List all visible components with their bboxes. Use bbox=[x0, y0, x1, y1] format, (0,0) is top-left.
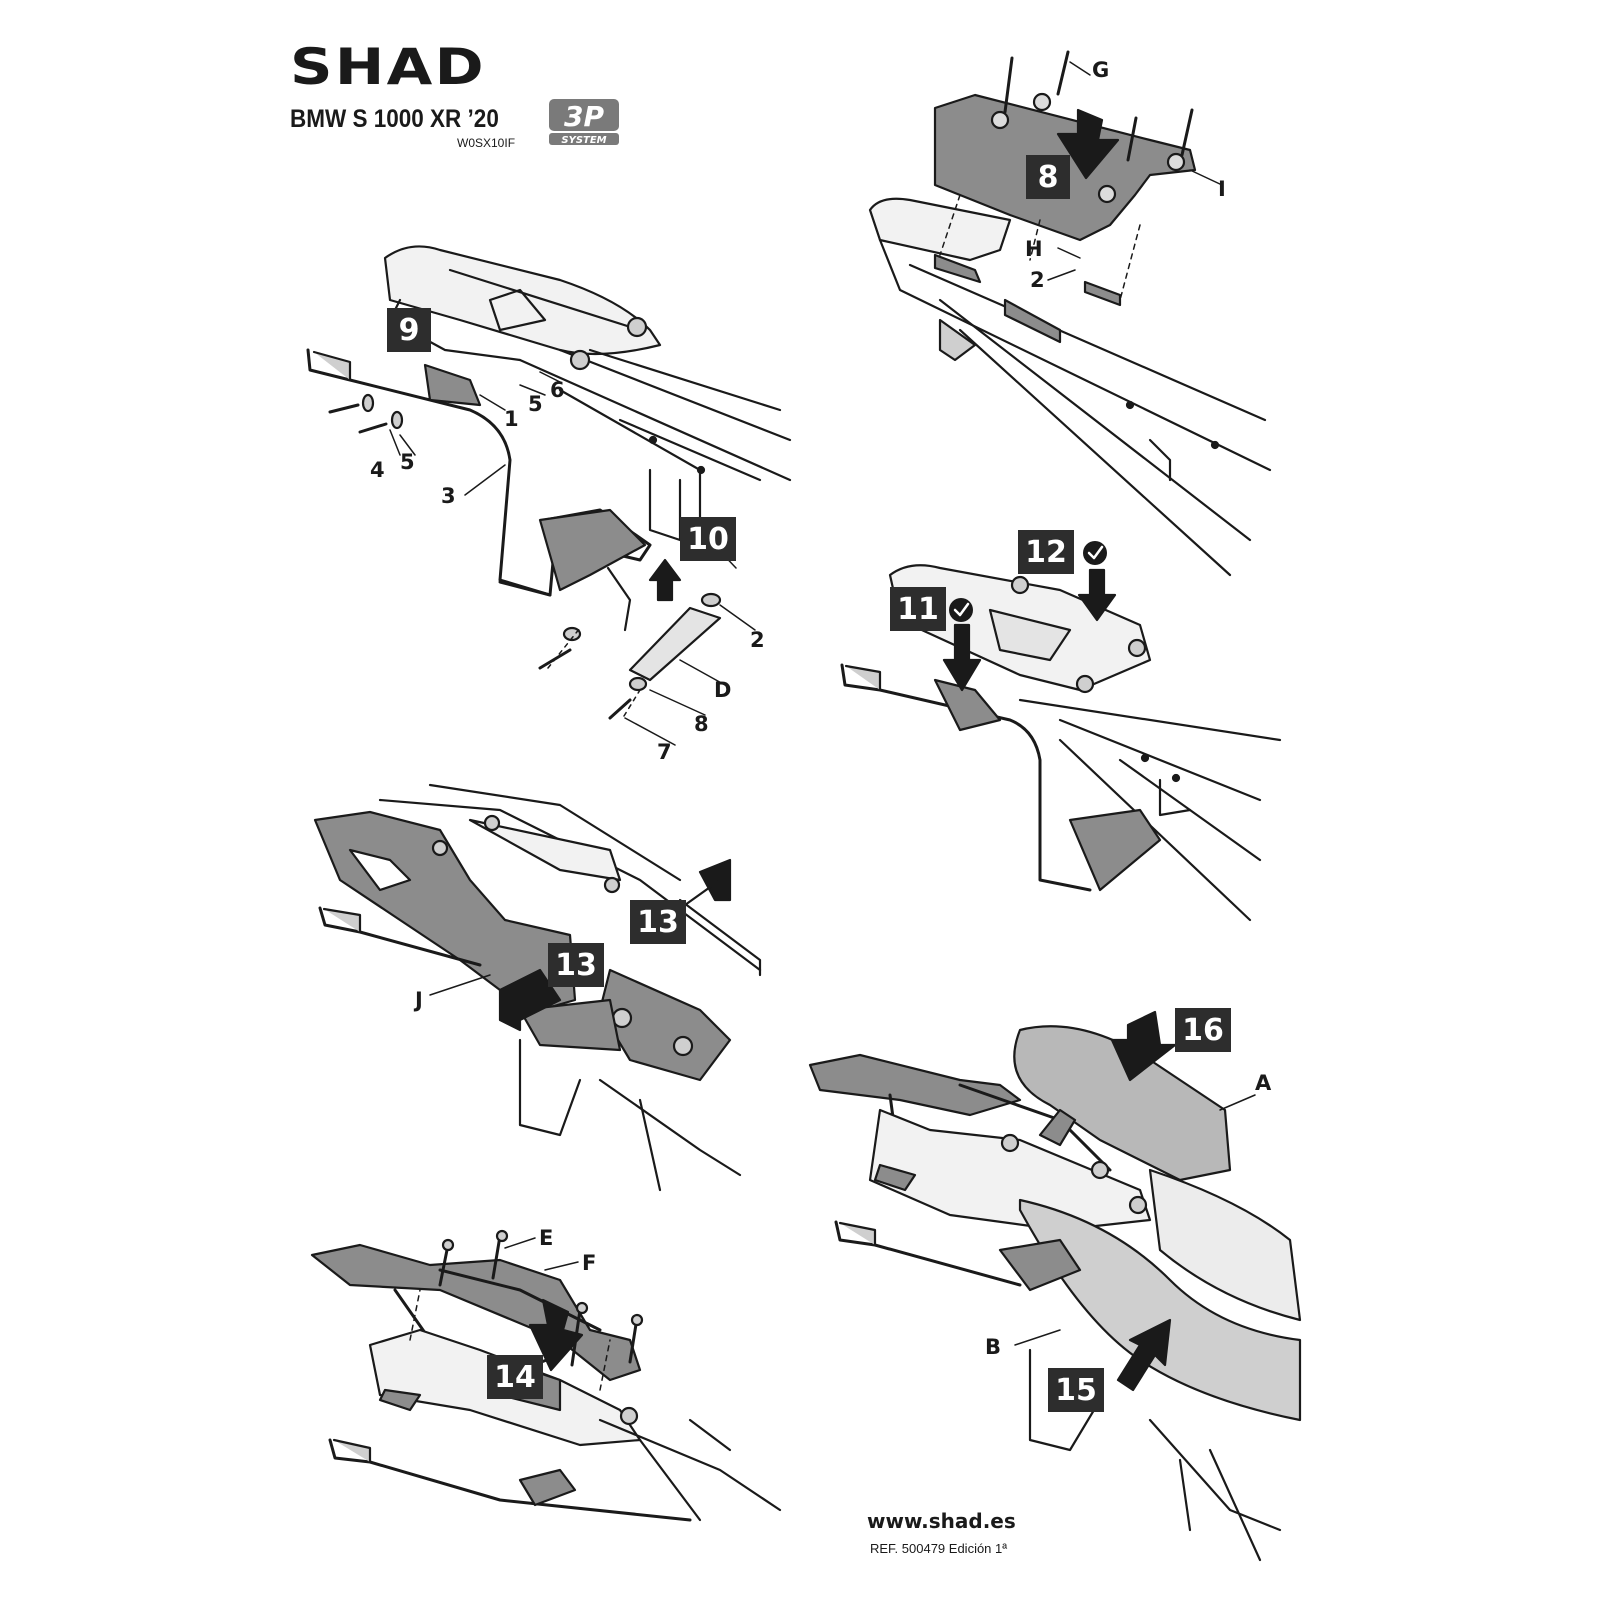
product-code: W0SX10IF bbox=[457, 136, 516, 150]
reference-number: REF. 500479 Edición 1ª bbox=[870, 1541, 1008, 1556]
part-label-6: 6 bbox=[550, 378, 565, 402]
part-label-1: 1 bbox=[504, 407, 519, 431]
part-label-b: B bbox=[985, 1335, 1002, 1359]
part-label-5-lower: 5 bbox=[400, 450, 415, 474]
step-box-9: 9 bbox=[387, 308, 431, 352]
step-box-13-lower: 13 bbox=[548, 943, 604, 987]
part-label-2-top: 2 bbox=[1030, 268, 1045, 292]
part-label-2-mid: 2 bbox=[750, 628, 765, 652]
part-label-d: D bbox=[714, 678, 732, 702]
figure-seat-install bbox=[808, 1010, 1302, 1562]
part-label-8: 8 bbox=[694, 712, 709, 736]
figure-top-plate bbox=[868, 50, 1272, 577]
part-label-a: A bbox=[1255, 1071, 1272, 1095]
part-label-f: F bbox=[582, 1251, 597, 1275]
part-label-e: E bbox=[539, 1226, 554, 1250]
figure-side-bracket bbox=[306, 245, 792, 746]
step-box-15: 15 bbox=[1048, 1368, 1104, 1412]
badge-system-text: SYSTEM bbox=[561, 135, 606, 146]
3p-system-badge: 3P SYSTEM bbox=[549, 99, 619, 146]
step-box-10: 10 bbox=[680, 517, 736, 561]
part-label-4: 4 bbox=[370, 458, 385, 482]
step-box-8: 8 bbox=[1026, 155, 1070, 199]
step-box-14: 14 bbox=[487, 1355, 543, 1399]
model-title: BMW S 1000 XR ’20 bbox=[290, 105, 499, 133]
shad-logo: SHAD bbox=[290, 38, 486, 96]
figure-rack-install bbox=[310, 1229, 782, 1522]
figure-side-cover bbox=[313, 783, 762, 1192]
step-box-12: 12 bbox=[1018, 530, 1074, 574]
website-url: www.shad.es bbox=[867, 1509, 1016, 1533]
figure-mount-install bbox=[840, 541, 1282, 922]
badge-3p-text: 3P bbox=[564, 100, 604, 133]
part-label-i: I bbox=[1218, 177, 1226, 201]
step-box-13-upper: 13 bbox=[630, 900, 686, 944]
part-label-3: 3 bbox=[441, 484, 456, 508]
step-box-16: 16 bbox=[1175, 1008, 1231, 1052]
part-label-5-upper: 5 bbox=[528, 392, 543, 416]
step-box-11: 11 bbox=[890, 587, 946, 631]
part-label-g: G bbox=[1092, 58, 1110, 82]
part-label-7: 7 bbox=[657, 740, 672, 764]
part-label-h: H bbox=[1025, 237, 1043, 261]
part-label-j: J bbox=[415, 988, 423, 1012]
